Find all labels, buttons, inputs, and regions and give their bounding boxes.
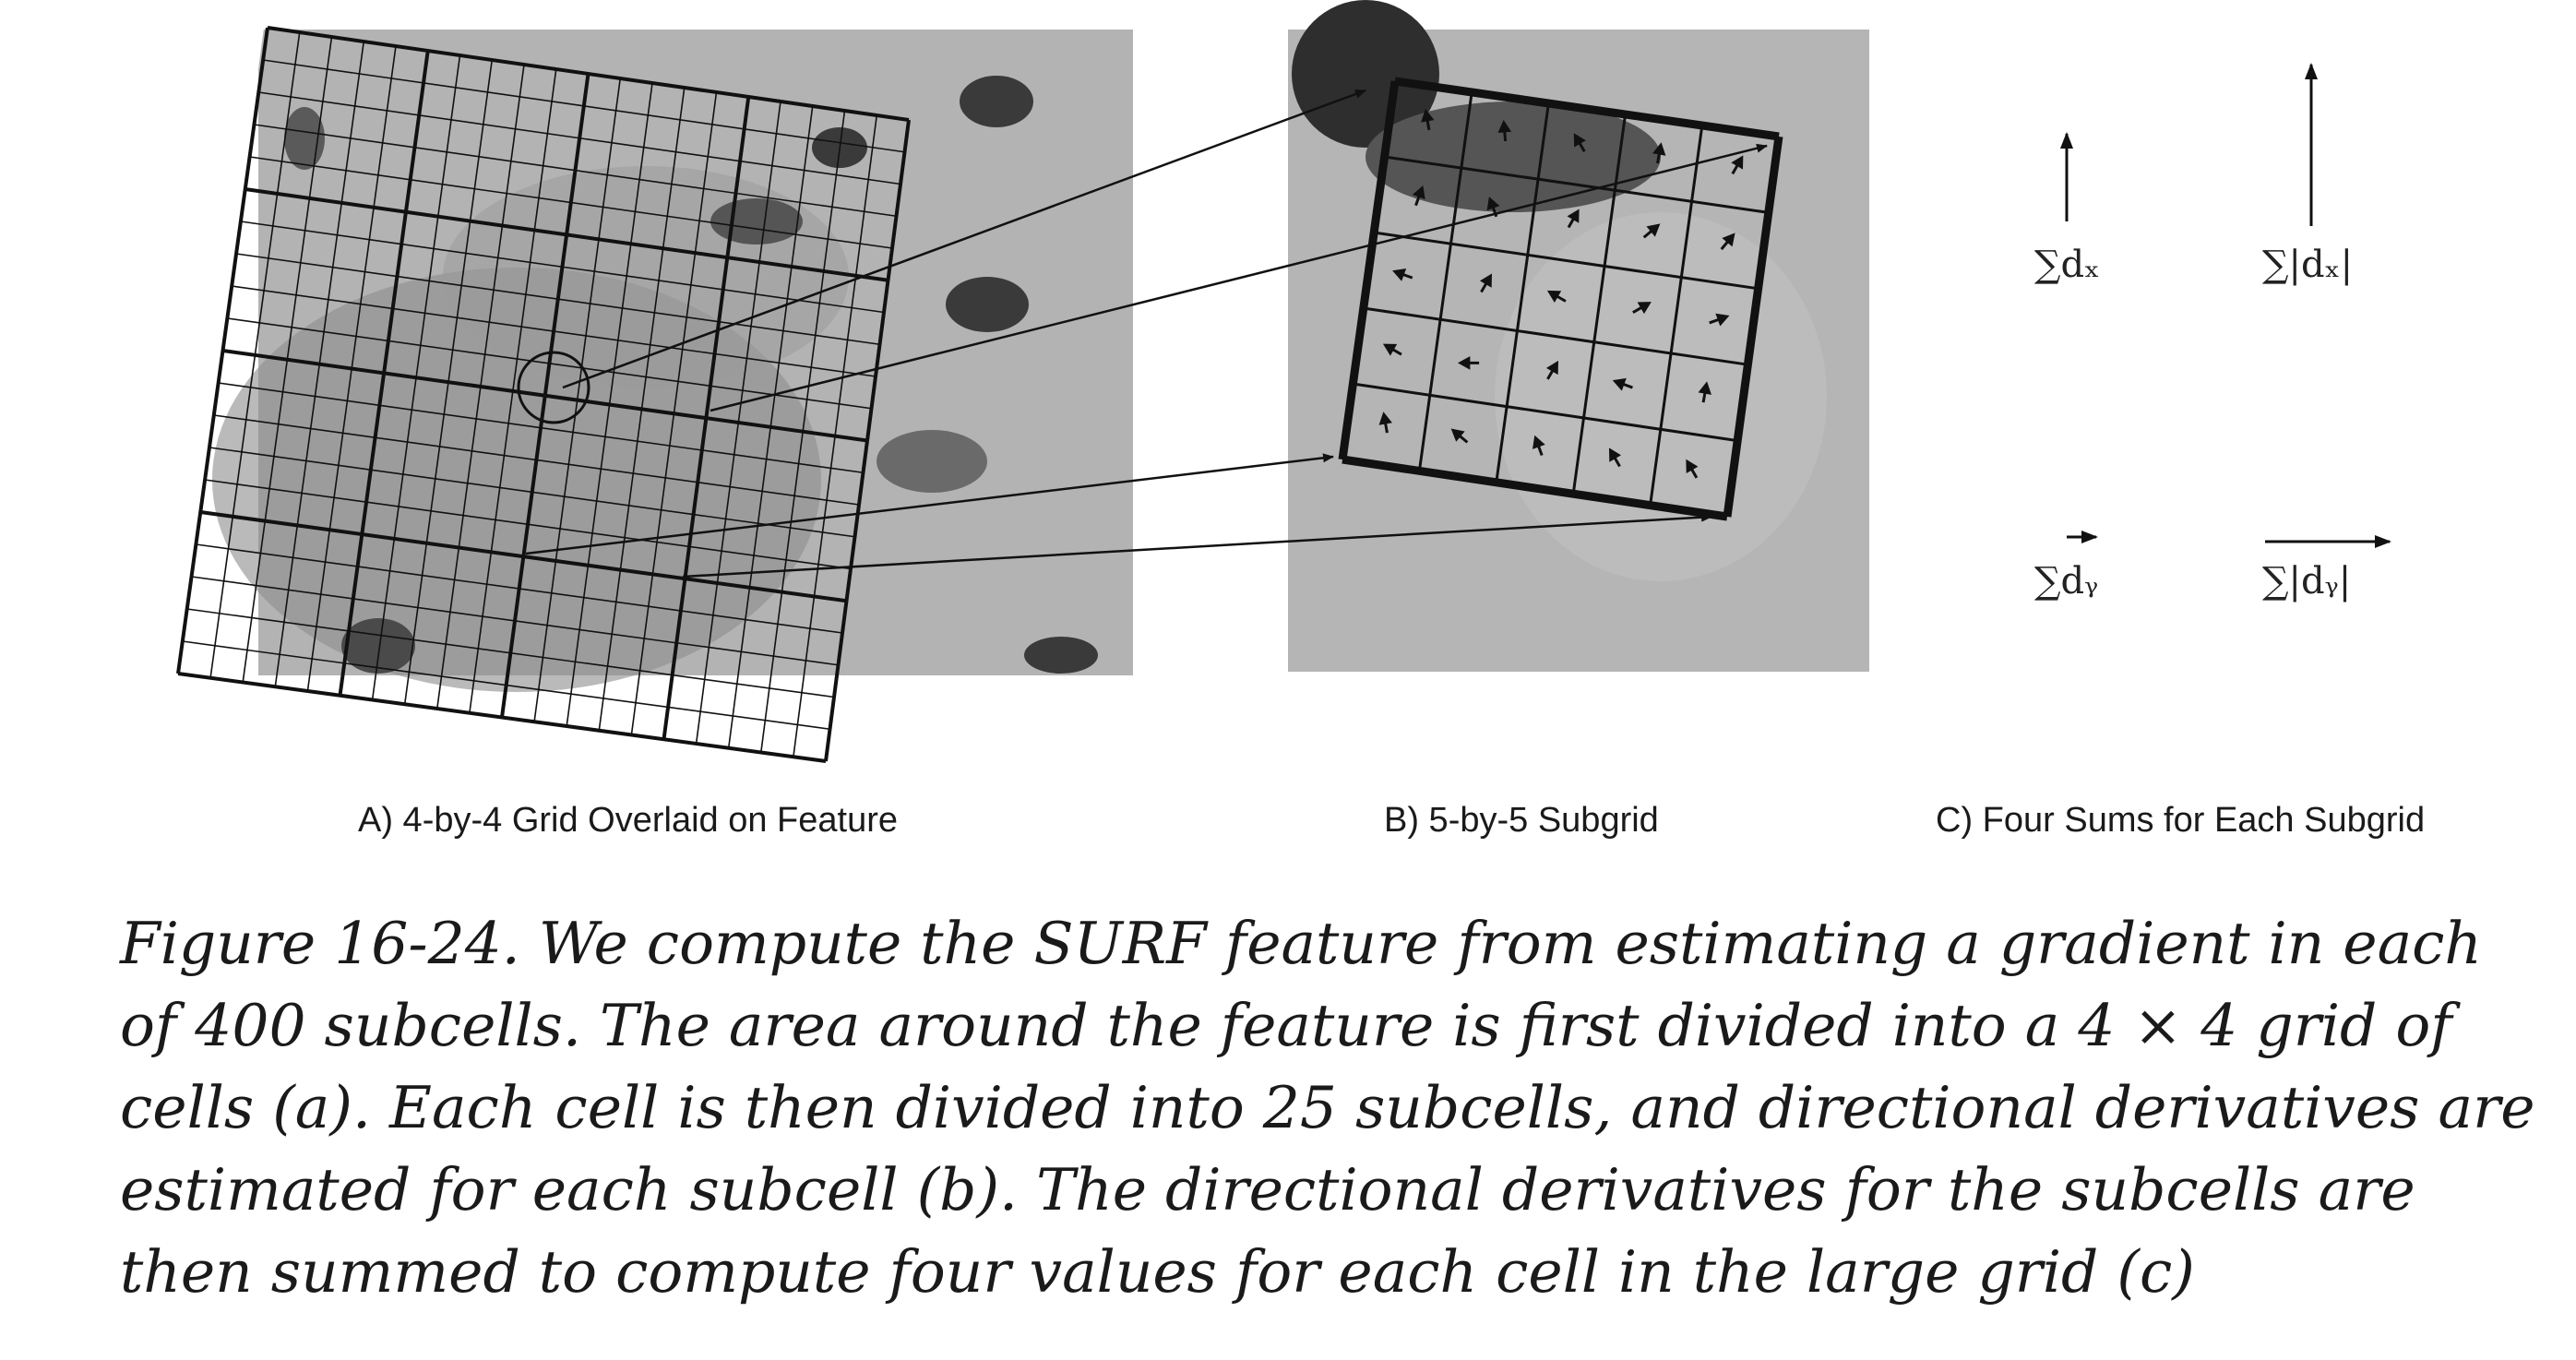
subcell-arrow: [1686, 459, 1699, 479]
grid-line-horizontal: [196, 543, 843, 634]
connector-arrow: [562, 89, 1366, 389]
duck-shape: [710, 198, 803, 245]
grid-line-horizontal: [186, 608, 835, 698]
grid-line-horizontal: [182, 640, 830, 731]
subcell-arrow: [1382, 343, 1402, 356]
grid-line-vertical: [566, 82, 653, 727]
subcell-arrow: [1642, 223, 1661, 239]
panel-a-photo: [212, 30, 1133, 692]
figure-caption: Figure 16-24. We compute the SURF featur…: [120, 910, 2535, 1306]
grid-line-vertical: [1417, 91, 1473, 471]
duck-shape: [284, 107, 325, 170]
subcell-arrow: [1573, 133, 1586, 153]
subcell-arrow: [1709, 313, 1730, 327]
duck-shape: [1024, 637, 1098, 674]
sum-abs-dy-label: ∑|dᵧ|: [2262, 560, 2351, 602]
grid-line-horizontal: [213, 414, 860, 506]
panel-a-grid: [176, 26, 911, 763]
duck-shape: [877, 430, 987, 493]
subcell-arrow: [1652, 142, 1666, 164]
grid-line-vertical: [824, 119, 911, 762]
subcell-gradient-arrows: [1378, 109, 1744, 479]
grid-line-horizontal: [199, 510, 847, 603]
panel-c-label: C) Four Sums for Each Subgrid: [1936, 801, 2426, 840]
sum-dx-label: ∑dₓ: [2034, 244, 2100, 286]
connector-arrow: [682, 512, 1712, 579]
panel-a-label: A) 4-by-4 Grid Overlaid on Feature: [358, 801, 899, 840]
subcell-arrow: [1532, 435, 1545, 457]
grid-line-horizontal: [218, 382, 864, 474]
panel-b-label: B) 5-by-5 Subgrid: [1384, 801, 1659, 840]
subcell-arrow: [1497, 119, 1512, 142]
connector-arrow: [525, 453, 1334, 555]
subcell-arrow: [1632, 302, 1652, 315]
duck-shape: [946, 277, 1029, 332]
grid-line-vertical: [695, 101, 781, 745]
panel-b-subgrid: [1338, 77, 1783, 521]
grid-line-vertical: [760, 110, 846, 753]
duck-shape: [341, 618, 415, 674]
grid-line-horizontal: [1342, 455, 1728, 521]
grid-line-vertical: [727, 105, 814, 748]
panel-c-sums: ∑dₓ ∑|dₓ| ∑dᵧ ∑|dᵧ|: [2034, 63, 2391, 602]
grid-line-horizontal: [1384, 155, 1770, 214]
grid-line-horizontal: [209, 447, 855, 538]
grid-line-vertical: [598, 87, 686, 731]
grid-line-horizontal: [1394, 77, 1780, 141]
grid-line-vertical: [662, 96, 751, 740]
panel-b-photo: [1288, 0, 1869, 672]
grid-line-vertical: [1571, 113, 1628, 495]
subcell-arrow: [1720, 233, 1735, 251]
grid-line-horizontal: [1353, 382, 1738, 443]
subcell-arrow: [1421, 109, 1435, 131]
subcell-arrow: [1450, 428, 1469, 444]
subcell-arrow: [1378, 412, 1392, 434]
sum-dy-label: ∑dᵧ: [2034, 560, 2098, 602]
subcell-arrow: [1608, 447, 1622, 468]
grid-line-horizontal: [204, 479, 852, 570]
subcell-arrow: [1479, 273, 1493, 293]
grid-line-vertical: [1649, 125, 1704, 506]
grid-line-vertical: [1338, 80, 1400, 460]
duck-shape: [960, 76, 1033, 127]
subcell-arrow: [1412, 185, 1425, 207]
grid-line-vertical: [1495, 102, 1550, 483]
grid-line-horizontal: [191, 576, 839, 666]
grid-line-horizontal: [177, 672, 827, 763]
grid-line-vertical: [1723, 136, 1783, 518]
grid-line-horizontal: [1373, 231, 1759, 291]
subcell-arrow: [1546, 290, 1567, 303]
subcell-arrow: [1545, 360, 1559, 380]
connector-arrow: [710, 143, 1768, 412]
sum-abs-dx-label: ∑|dₓ|: [2262, 244, 2353, 286]
keypoint-circle: [517, 351, 590, 424]
subcell-arrow: [1612, 377, 1633, 391]
subcell-arrow: [1457, 356, 1480, 370]
subcell-arrow: [1731, 155, 1744, 175]
subcell-arrow: [1392, 268, 1413, 281]
grid-line-vertical: [630, 91, 718, 735]
connector-arrows: [525, 89, 1768, 579]
subcell-arrow: [1567, 209, 1580, 229]
subcell-arrow: [1698, 381, 1711, 403]
grid-line-horizontal: [1363, 306, 1748, 366]
grid-line-vertical: [793, 114, 878, 758]
grid-line-horizontal: [222, 349, 868, 443]
grid-line-vertical: [533, 78, 622, 722]
